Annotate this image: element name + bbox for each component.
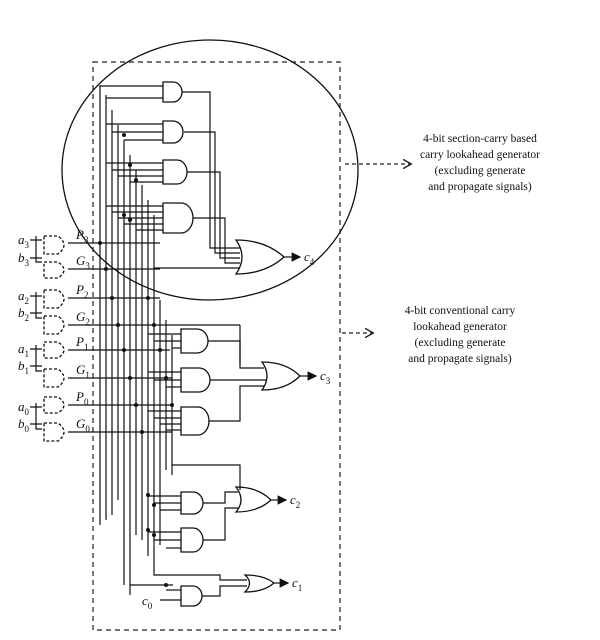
svg-text:and propagate signals): and propagate signals) bbox=[408, 353, 512, 365]
or-gate-c4 bbox=[234, 239, 285, 275]
output-c3: c3 bbox=[320, 368, 331, 386]
input-stage-2: a2 b2 P2 G2 bbox=[18, 282, 92, 335]
or-gate-c2 bbox=[234, 486, 272, 513]
conventional-generator-box bbox=[92, 61, 341, 631]
svg-text:b3: b3 bbox=[18, 250, 30, 268]
svg-text:a0: a0 bbox=[18, 399, 30, 417]
svg-text:b0: b0 bbox=[18, 416, 30, 434]
svg-text:b2: b2 bbox=[18, 305, 29, 323]
svg-text:P3: P3 bbox=[75, 227, 89, 245]
input-c0: c0 bbox=[142, 593, 153, 611]
svg-text:(excluding generate: (excluding generate bbox=[415, 337, 506, 349]
svg-text:G2: G2 bbox=[76, 309, 90, 327]
svg-text:G1: G1 bbox=[76, 362, 90, 380]
input-stage-1: a1 b1 P1 G1 bbox=[18, 334, 92, 388]
svg-text:lookahead generator: lookahead generator bbox=[413, 321, 507, 333]
gate-output-wires bbox=[153, 91, 266, 597]
input-stage-0: a0 b0 P0 G0 bbox=[18, 389, 92, 442]
output-c4: c4 bbox=[304, 249, 315, 267]
and-gate-6 bbox=[180, 367, 211, 393]
input-stage-3: a3 b3 P3 G3 bbox=[18, 227, 92, 279]
and-gate-4 bbox=[162, 202, 194, 234]
carry-outputs bbox=[271, 252, 318, 588]
svg-text:b1: b1 bbox=[18, 358, 29, 376]
svg-text:G3: G3 bbox=[76, 253, 90, 271]
svg-text:a2: a2 bbox=[18, 288, 29, 306]
or-gate-c1 bbox=[243, 574, 276, 593]
and-gate-2 bbox=[162, 120, 184, 144]
and-gate-7 bbox=[180, 406, 210, 436]
svg-text:4-bit section-carry based: 4-bit section-carry based bbox=[423, 133, 537, 145]
and-gate-8 bbox=[180, 491, 204, 515]
and-gate-3 bbox=[162, 159, 188, 185]
and-gate-5 bbox=[180, 328, 209, 354]
signal-bus bbox=[99, 85, 173, 595]
section-carry-annotation: 4-bit section-carry based carry lookahea… bbox=[420, 133, 540, 193]
section-carry-circle bbox=[61, 39, 359, 301]
svg-text:4-bit conventional carry: 4-bit conventional carry bbox=[405, 305, 516, 317]
and-gates bbox=[162, 81, 211, 607]
output-c2: c2 bbox=[290, 492, 300, 510]
or-gate-c3 bbox=[260, 361, 301, 391]
svg-text:P2: P2 bbox=[75, 282, 88, 300]
svg-text:a1: a1 bbox=[18, 341, 29, 359]
or-gates bbox=[234, 239, 301, 593]
and-gate-10 bbox=[180, 585, 203, 607]
svg-text:carry lookahead generator: carry lookahead generator bbox=[420, 149, 540, 161]
output-c1: c1 bbox=[292, 575, 302, 593]
svg-text:G0: G0 bbox=[76, 416, 90, 434]
svg-text:P0: P0 bbox=[75, 389, 89, 407]
svg-text:P1: P1 bbox=[75, 334, 88, 352]
and-gate-1 bbox=[162, 81, 183, 103]
junctions bbox=[98, 133, 174, 587]
svg-text:(excluding generate: (excluding generate bbox=[435, 165, 526, 177]
conventional-annotation: 4-bit conventional carry lookahead gener… bbox=[405, 305, 516, 365]
svg-text:a3: a3 bbox=[18, 232, 30, 250]
svg-text:and propagate signals): and propagate signals) bbox=[428, 181, 532, 193]
gate-input-wires bbox=[100, 85, 181, 601]
and-gate-9 bbox=[180, 527, 204, 553]
